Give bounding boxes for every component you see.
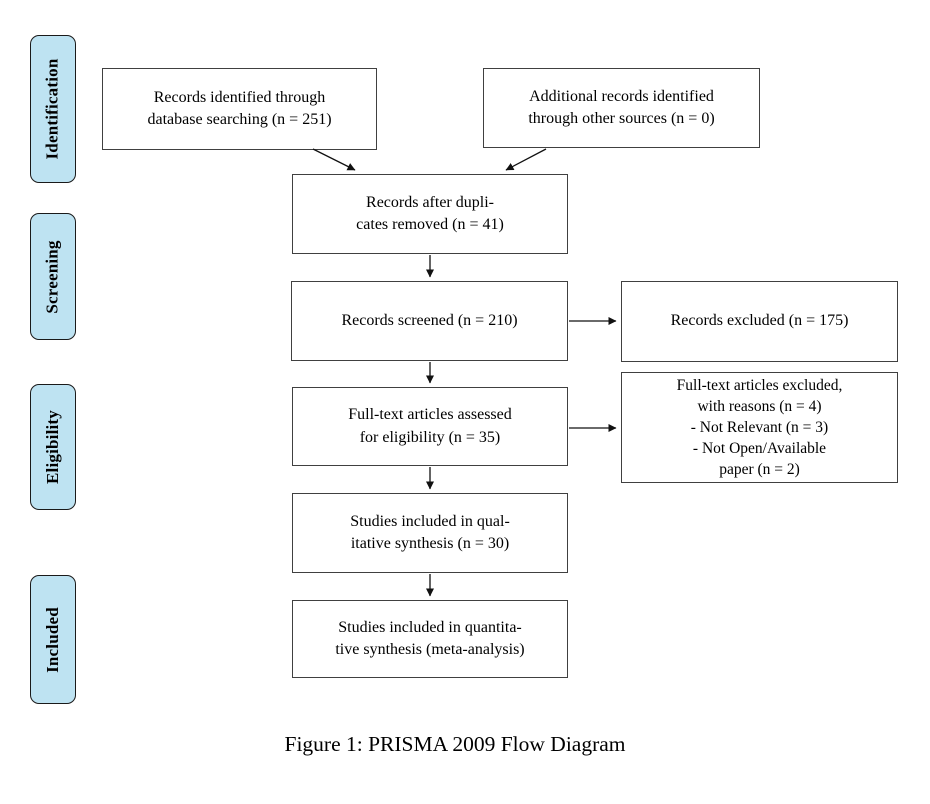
- box-records-screened: Records screened (n = 210): [291, 281, 568, 361]
- stage-label-included-text: Included: [43, 606, 63, 673]
- stage-label-eligibility-text: Eligibility: [43, 410, 62, 484]
- box-quantitative-synthesis: Studies included in quantita- tive synth…: [292, 600, 568, 678]
- box-qualitative-synthesis: Studies included in qual- itative synthe…: [292, 493, 568, 573]
- arrow-database-to-duplicates: [312, 148, 356, 171]
- stage-label-included: Included: [30, 575, 76, 704]
- stage-label-eligibility: Eligibility: [30, 384, 76, 510]
- figure-caption: Figure 1: PRISMA 2009 Flow Diagram: [284, 732, 626, 756]
- box-fulltext-excluded-with-reasons: Full-text articles excluded, with reason…: [621, 372, 898, 483]
- stage-label-identification: Identification: [30, 35, 76, 183]
- arrow-other-sources-to-duplicates: [505, 148, 547, 171]
- box-additional-records-other-sources: Additional records identified through ot…: [483, 68, 760, 148]
- box-records-excluded: Records excluded (n = 175): [621, 281, 898, 362]
- box-records-identified-database: Records identified through database sear…: [102, 68, 377, 150]
- stage-label-screening-text: Screening: [43, 239, 63, 314]
- box-fulltext-assessed: Full-text articles assessed for eligibil…: [292, 387, 568, 466]
- stage-label-identification-text: Identification: [43, 58, 62, 160]
- box-records-after-duplicates-removed: Records after dupli- cates removed (n = …: [292, 174, 568, 254]
- stage-label-screening: Screening: [30, 213, 76, 340]
